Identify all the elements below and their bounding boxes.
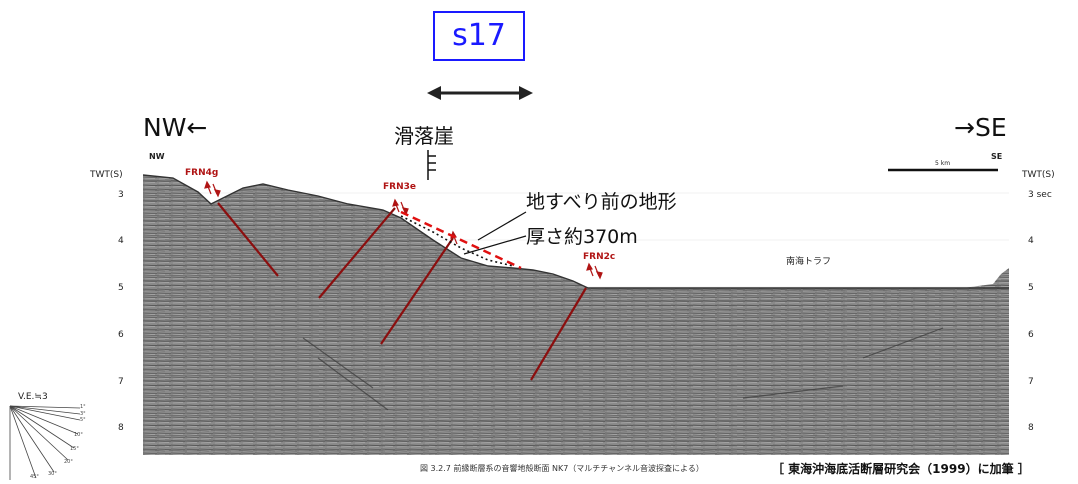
axis-title-right: TWT(S) [1022, 170, 1055, 180]
right-axis: 3 sec 4 5 6 7 8 [1014, 180, 1074, 440]
scale-label: 5 km [935, 160, 951, 167]
axis-title-left: TWT(S) [90, 170, 123, 180]
ve-angle: 10° [74, 432, 83, 438]
ve-angle: 45° [30, 474, 39, 480]
ve-angle: 20° [64, 459, 73, 465]
right-tick: 8 [1028, 423, 1034, 433]
fault-trace [530, 287, 587, 381]
fault-label-frn2c: FRN2c [583, 252, 616, 262]
annotation-leaders [463, 211, 527, 255]
ve-angle: 30° [48, 471, 57, 477]
ve-angle: 5° [80, 417, 86, 423]
left-tick: 3 [118, 190, 124, 200]
fault-label-frn3e: FRN3e [383, 182, 416, 192]
trough-label: 南海トラフ [786, 257, 832, 267]
source-credit: ［ 東海沖海底活断層研究会（1999）に加筆 ］ [772, 462, 1030, 476]
seismic-section: NW SE 5 km 南海トラフ FRN4g FRN3e FRN2c [143, 148, 1009, 455]
fault-trace [318, 207, 396, 299]
corner-nw: NW [149, 152, 165, 161]
ve-angle-fan [9, 405, 81, 480]
scarp-label: 滑落崖 [394, 124, 454, 148]
segment-label: s17 [452, 18, 506, 53]
left-tick: 5 [118, 283, 124, 293]
right-tick: 4 [1028, 236, 1034, 246]
ve-angle-labels: 1° 3° 5° 10° 15° 20° 30° 45° [8, 404, 88, 482]
fault-trace [217, 202, 279, 277]
fault-trace [380, 237, 454, 345]
segment-label-box: s17 [433, 11, 525, 61]
left-tick: 4 [118, 236, 124, 246]
right-tick: 5 [1028, 283, 1034, 293]
slide-base [400, 215, 514, 267]
right-tick: 3 sec [1028, 190, 1052, 200]
direction-se: →SE [954, 113, 1007, 142]
corner-se: SE [991, 152, 1003, 161]
ve-label: V.E.≒3 [18, 392, 48, 402]
pre-landslide-surface [400, 210, 522, 270]
fault-label-frn4g: FRN4g [185, 168, 219, 178]
right-tick: 6 [1028, 330, 1034, 340]
annotation-thickness: 厚さ約370m [526, 226, 638, 248]
annotation-pre-landslide: 地すべり前の地形 [526, 191, 677, 213]
direction-nw: NW← [143, 113, 208, 142]
figure-caption: 図 3.2.7 前縁断層系の音響地殻断面 NK7（マルチチャンネル音波探査による… [420, 464, 704, 473]
left-tick: 8 [118, 423, 124, 433]
seismic-section-graphic [143, 148, 1009, 455]
ve-angle: 15° [70, 446, 79, 452]
ve-angle: 1° [80, 404, 86, 410]
left-tick: 6 [118, 330, 124, 340]
ve-angle: 3° [80, 411, 86, 417]
extent-double-arrow [427, 86, 533, 100]
left-tick: 7 [118, 377, 124, 387]
left-axis: 3 4 5 6 7 8 [100, 180, 140, 440]
right-tick: 7 [1028, 377, 1034, 387]
scarp-marker [427, 150, 436, 180]
